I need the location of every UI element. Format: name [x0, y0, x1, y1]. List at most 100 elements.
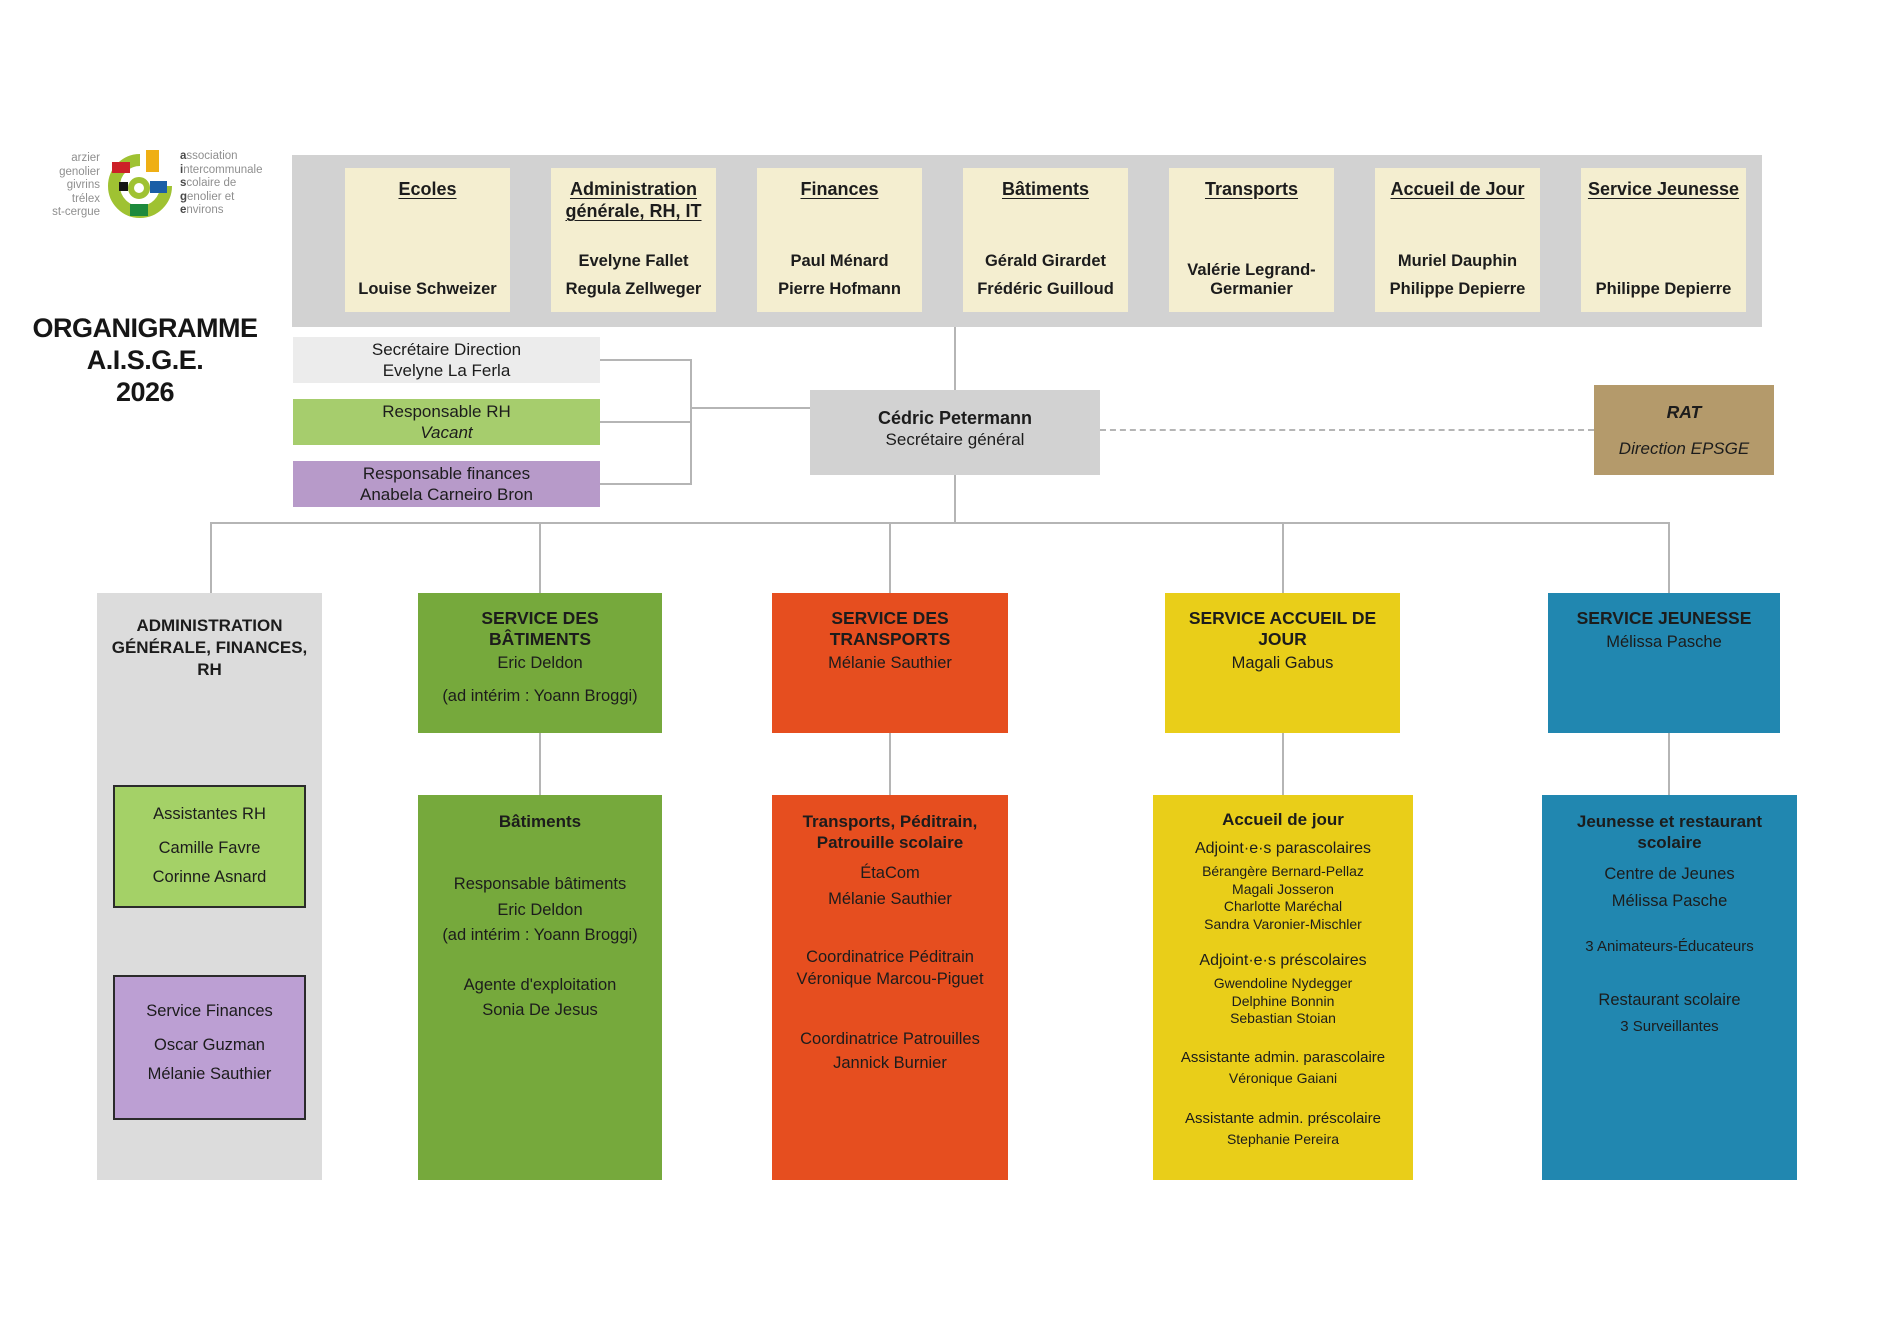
- page-title-line: 2026: [115, 377, 175, 407]
- person-name: Véronique Gaiani: [1228, 1069, 1338, 1086]
- page-title-line: A.I.S.G.E.: [86, 345, 204, 375]
- connector-responsable-rh: [600, 421, 690, 423]
- role-label: Responsable bâtiments: [453, 875, 627, 893]
- rat-role: Direction EPSGE: [1618, 439, 1750, 458]
- dicastere-title: Finances: [800, 179, 879, 199]
- person-name: Evelyne La Ferla: [382, 361, 511, 380]
- dicastere-title: Ecoles: [398, 179, 457, 199]
- accueil-body-box: Accueil de jour Adjoint·e·s parascolaire…: [1153, 795, 1413, 1180]
- service-title-line: SERVICE ACCUEIL DE: [1188, 608, 1377, 628]
- connector-drop-batiments: [539, 522, 541, 593]
- responsable-rh-box: Responsable RH Vacant: [293, 399, 600, 445]
- person-name: Eric Deldon: [497, 901, 583, 919]
- dicastere-administration: Administration générale, RH, IT Evelyne …: [551, 168, 716, 312]
- dicastere-member: Philippe Depierre: [1595, 280, 1732, 298]
- dicastere-member: Louise Schweizer: [358, 280, 497, 298]
- person-name: Mélissa Pasche: [1606, 633, 1722, 651]
- person-name: Bérangère Bernard-Pellaz: [1202, 863, 1364, 879]
- role-label: Secrétaire général: [885, 430, 1025, 449]
- commune-name: givrins: [66, 179, 100, 191]
- connector-jeunesse-header-body: [1668, 733, 1670, 795]
- person-name: Véronique Marcou-Piguet: [796, 970, 984, 988]
- commune-name: arzier: [71, 152, 100, 164]
- staff-label: 3 Animateurs-Éducateurs: [1585, 938, 1754, 955]
- service-title-line: RH: [197, 660, 222, 679]
- page-title: ORGANIGRAMME A.I.S.G.E. 2026: [18, 312, 272, 408]
- person-name: Magali Gabus: [1231, 654, 1334, 672]
- jeunesse-body-box: Jeunesse et restaurant scolaire Centre d…: [1542, 795, 1797, 1180]
- service-jeunesse-header: SERVICE JEUNESSE Mélissa Pasche: [1548, 593, 1780, 733]
- connector-drop-jeunesse: [1668, 522, 1670, 593]
- association-word: intercommunale: [180, 163, 263, 176]
- connector-bracket-vertical: [690, 359, 692, 485]
- person-name: Mélissa Pasche: [1611, 892, 1728, 910]
- person-name: Delphine Bonnin: [1231, 992, 1335, 1009]
- commune-name: trélex: [71, 192, 100, 205]
- role-label: Coordinatrice Péditrain: [806, 948, 974, 966]
- service-title-line: JOUR: [1258, 629, 1307, 649]
- dicastere-service-jeunesse: Service Jeunesse Philippe Depierre: [1581, 168, 1746, 312]
- unit-label: Restaurant scolaire: [1598, 991, 1741, 1009]
- connector-main-horizontal: [210, 522, 1670, 524]
- dicastere-title: Transports: [1204, 179, 1299, 199]
- person-name: Jannick Burnier: [833, 1054, 947, 1072]
- role-label: Responsable finances: [362, 464, 531, 483]
- association-word: scolaire de: [180, 177, 237, 189]
- unit-title: Transports, Péditrain, Patrouille scolai…: [802, 812, 978, 852]
- dicastere-member: Muriel Dauphin: [1397, 252, 1518, 270]
- role-label: Responsable RH: [382, 402, 511, 421]
- service-admin-column: ADMINISTRATION GÉNÉRALE, FINANCES, RH As…: [97, 593, 322, 1180]
- dicastere-member: Evelyne Fallet: [578, 252, 689, 270]
- transports-body-box: Transports, Péditrain, Patrouille scolai…: [772, 795, 1008, 1180]
- service-title-line: ADMINISTRATION: [136, 616, 283, 635]
- person-name: Stephanie Pereira: [1226, 1131, 1340, 1147]
- dicastere-member: Philippe Depierre: [1389, 280, 1526, 298]
- dicastere-title: Accueil de Jour: [1390, 179, 1525, 199]
- person-name: Gwendoline Nydegger: [1213, 975, 1353, 991]
- service-title-line: BÂTIMENTS: [488, 629, 592, 649]
- person-name: Charlotte Maréchal: [1223, 898, 1343, 914]
- role-label: Assistante admin. préscolaire: [1185, 1110, 1381, 1127]
- association-word: association: [180, 150, 238, 162]
- connector-drop-accueil: [1282, 522, 1284, 593]
- connector-drop-admin: [210, 522, 212, 593]
- person-name: Vacant: [420, 423, 473, 442]
- interim-note: (ad intérim : Yoann Broggi): [442, 687, 638, 705]
- rat-box: RAT Direction EPSGE: [1594, 385, 1774, 475]
- role-label: Secrétaire Direction: [371, 340, 522, 359]
- service-title-line: SERVICE JEUNESSE: [1576, 608, 1752, 628]
- dicastere-member: Paul Ménard: [790, 252, 889, 270]
- connector-responsable-finances: [600, 483, 690, 485]
- person-name: Cédric Petermann: [877, 408, 1033, 428]
- aisge-logo-swirl: [108, 150, 172, 218]
- org-name: ÉtaCom: [860, 864, 920, 882]
- rat-label: RAT: [1666, 402, 1702, 422]
- unit-title: Accueil de jour: [1222, 810, 1344, 829]
- unit-title: Bâtiments: [498, 812, 582, 831]
- commune-name: st-cergue: [52, 206, 100, 218]
- person-name: Sebastian Stoian: [1230, 1010, 1336, 1026]
- person-name: Mélanie Sauthier: [147, 1065, 272, 1083]
- association-word: environs: [180, 204, 224, 216]
- service-finances-box: Service Finances Oscar Guzman Mélanie Sa…: [113, 975, 306, 1120]
- dicastere-title: Service Jeunesse: [1587, 179, 1740, 199]
- connector-secretaire-general-down: [954, 475, 956, 523]
- interim-note: (ad intérim : Yoann Broggi): [442, 926, 638, 944]
- person-name: Eric Deldon: [497, 654, 583, 672]
- dicastere-member: Pierre Hofmann: [778, 280, 901, 298]
- staff-label: 3 Surveillantes: [1620, 1018, 1719, 1035]
- dicastere-title: générale, RH, IT: [565, 201, 702, 221]
- association-word: genolier et: [180, 190, 235, 203]
- logo-association-name: association intercommunale scolaire de g…: [180, 150, 290, 218]
- secretaire-direction-box: Secrétaire Direction Evelyne La Ferla: [293, 337, 600, 383]
- dicastere-member: Frédéric Guilloud: [977, 280, 1114, 298]
- person-name: Corinne Asnard: [152, 868, 267, 886]
- dicastere-title: Bâtiments: [1001, 179, 1090, 199]
- responsable-finances-box: Responsable finances Anabela Carneiro Br…: [293, 461, 600, 507]
- connector-drop-transports: [889, 522, 891, 593]
- logo-communes-list: arzier genolier givrins trélex st-cergue: [44, 152, 100, 220]
- person-name: Camille Favre: [158, 839, 261, 857]
- dicastere-ecoles: Ecoles Louise Schweizer: [345, 168, 510, 312]
- dicastere-member: Gérald Girardet: [984, 252, 1107, 270]
